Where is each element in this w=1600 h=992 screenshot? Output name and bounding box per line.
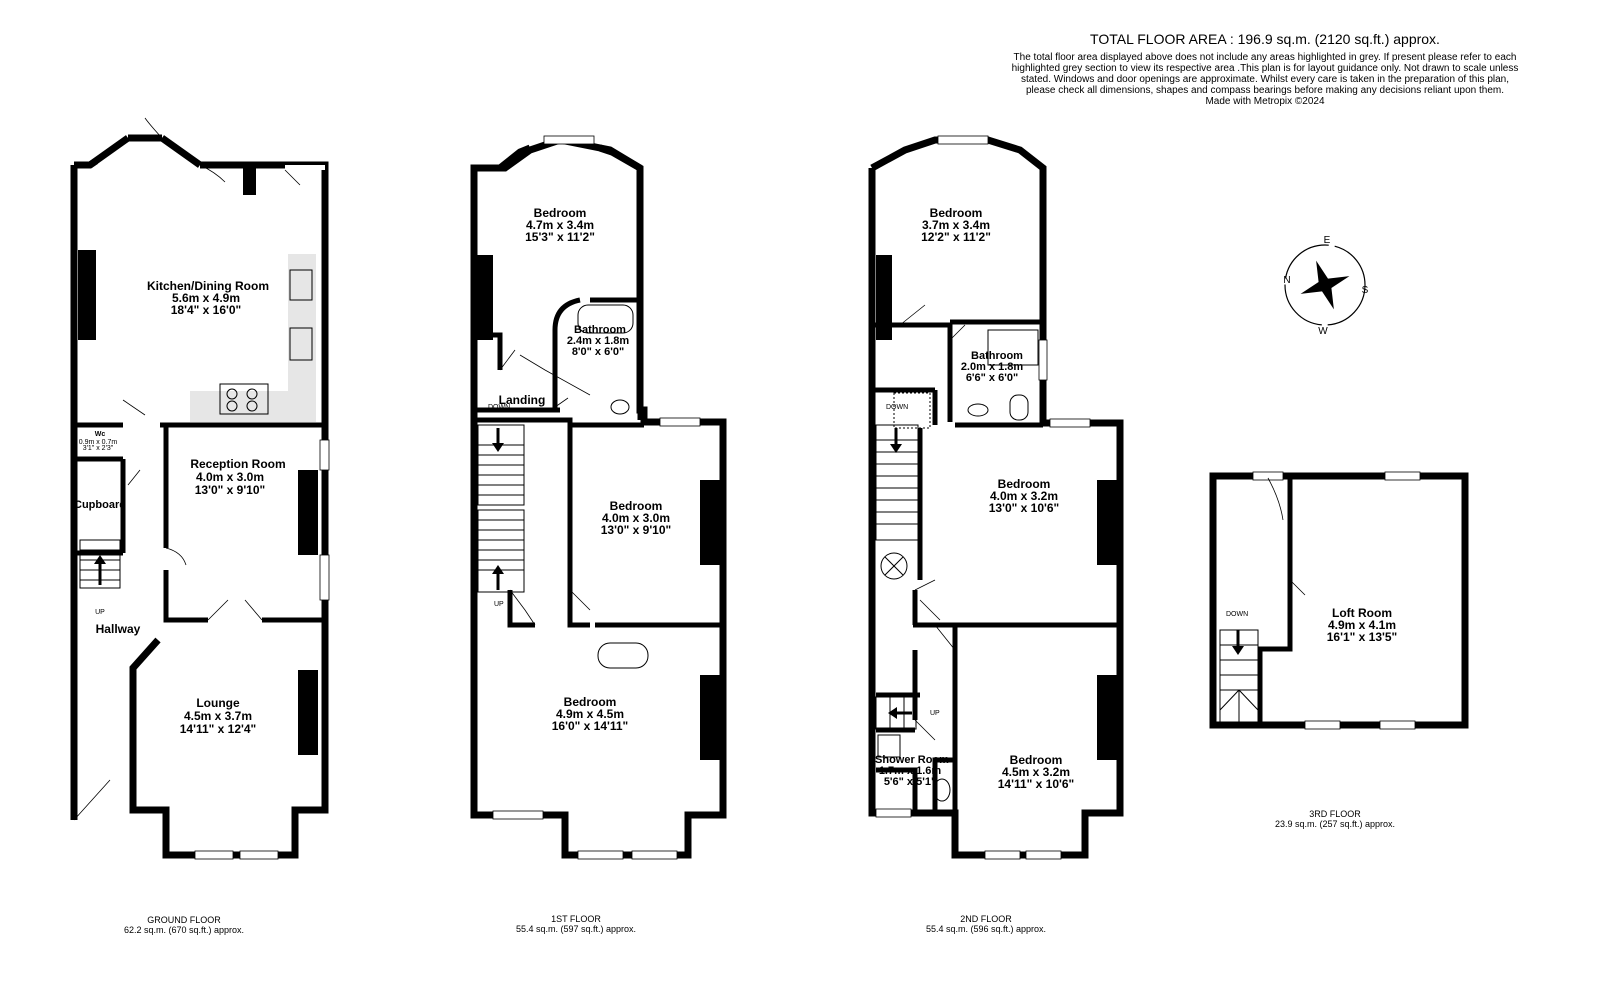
third-stairs-down: DOWN bbox=[1226, 611, 1248, 618]
first-bedroom-bottom-name: Bedroom bbox=[564, 695, 617, 709]
first-bedroom-middle-metric: 4.0m x 3.0m bbox=[602, 511, 670, 525]
shower-room-metric: 1.7m x 1.6m bbox=[879, 765, 942, 777]
second-bedroom-top-metric: 3.7m x 3.4m bbox=[922, 218, 990, 232]
first-bedroom-middle-imperial: 13'0" x 9'10" bbox=[601, 523, 671, 537]
compass-w: W bbox=[1318, 326, 1328, 337]
first-bathroom-imperial: 8'0" x 6'0" bbox=[572, 346, 624, 358]
first-stairs bbox=[477, 424, 525, 593]
first-bedroom-bottom-imperial: 16'0" x 14'11" bbox=[552, 719, 628, 733]
metropix-credit: Made with Metropix ©2024 bbox=[1205, 96, 1325, 107]
second-bedroom-middle-imperial: 13'0" x 10'6" bbox=[989, 501, 1059, 515]
third-stairs bbox=[1219, 629, 1259, 723]
cupboard-name: Cupboard bbox=[74, 499, 126, 511]
disclaimer-body: The total floor area displayed above doe… bbox=[1011, 52, 1519, 96]
compass-n: N bbox=[1283, 275, 1290, 286]
total-floor-area: TOTAL FLOOR AREA : 196.9 sq.m. (2120 sq.… bbox=[1090, 31, 1440, 47]
second-bedroom-middle-name: Bedroom bbox=[998, 477, 1051, 491]
third-floor-plan: DOWN Loft Room 4.9m x 4.1m 16'1" x 13'5"… bbox=[1209, 471, 1469, 829]
loft-room-name: Loft Room bbox=[1332, 606, 1392, 620]
ground-floor-area: 62.2 sq.m. (670 sq.ft.) approx. bbox=[124, 925, 244, 935]
second-bedroom-top-imperial: 12'2" x 11'2" bbox=[921, 230, 991, 244]
second-stairs bbox=[875, 424, 919, 730]
wc-name: Wc bbox=[95, 431, 106, 438]
shower-room-imperial: 5'6" x 5'1" bbox=[884, 776, 936, 788]
reception-metric: 4.0m x 3.0m bbox=[196, 470, 264, 484]
wc-imperial: 3'1" x 2'3" bbox=[83, 445, 114, 452]
shower-room-name: Shower Room bbox=[875, 754, 949, 766]
ground-floor-title: GROUND FLOOR bbox=[147, 915, 221, 925]
first-stairs-up: UP bbox=[494, 601, 504, 608]
second-floor-title: 2ND FLOOR bbox=[960, 914, 1012, 924]
disclaimer-text: The total floor area displayed above doe… bbox=[995, 52, 1535, 107]
first-bedroom-bottom-metric: 4.9m x 4.5m bbox=[556, 707, 624, 721]
wc-metric: 0.9m x 0.7m bbox=[79, 439, 118, 446]
ground-stairs-up: UP bbox=[95, 609, 105, 616]
compass-s: S bbox=[1362, 285, 1369, 296]
second-bedroom-bottom-metric: 4.5m x 3.2m bbox=[1002, 765, 1070, 779]
compass-e: E bbox=[1324, 235, 1331, 246]
loft-room-metric: 4.9m x 4.1m bbox=[1328, 618, 1396, 632]
second-bedroom-bottom-name: Bedroom bbox=[1010, 753, 1063, 767]
third-floor-title: 3RD FLOOR bbox=[1309, 809, 1361, 819]
second-bedroom-top-name: Bedroom bbox=[930, 206, 983, 220]
lounge-metric: 4.5m x 3.7m bbox=[184, 709, 252, 723]
first-bathroom-name: Bathroom bbox=[574, 324, 626, 336]
ground-stairs bbox=[79, 539, 121, 589]
reception-name: Reception Room bbox=[190, 457, 285, 471]
hallway-name: Hallway bbox=[96, 622, 141, 636]
first-bathroom-metric: 2.4m x 1.8m bbox=[567, 335, 630, 347]
first-bedroom-top-name: Bedroom bbox=[534, 206, 587, 220]
plan-header: TOTAL FLOOR AREA : 196.9 sq.m. (2120 sq.… bbox=[995, 30, 1535, 107]
first-bedroom-top-imperial: 15'3" x 11'2" bbox=[525, 230, 595, 244]
reception-imperial: 13'0" x 9'10" bbox=[195, 483, 265, 497]
second-bathroom-metric: 2.0m x 1.8m bbox=[961, 361, 1024, 373]
second-bedroom-bottom-imperial: 14'11" x 10'6" bbox=[998, 777, 1074, 791]
first-bedroom-middle-name: Bedroom bbox=[610, 499, 663, 513]
loft-room-imperial: 16'1" x 13'5" bbox=[1327, 630, 1397, 644]
second-floor-plan: Bedroom 3.7m x 3.4m 12'2" x 11'2" Bathro… bbox=[868, 135, 1124, 934]
second-bathroom-imperial: 6'6" x 6'0" bbox=[966, 372, 1018, 384]
first-bedroom-top-metric: 4.7m x 3.4m bbox=[526, 218, 594, 232]
ground-floor-plan: Kitchen/Dining Room 5.6m x 4.9m 18'4" x … bbox=[70, 117, 330, 935]
first-floor-title: 1ST FLOOR bbox=[551, 914, 601, 924]
second-bedroom-middle-metric: 4.0m x 3.2m bbox=[990, 489, 1058, 503]
second-floor-area: 55.4 sq.m. (596 sq.ft.) approx. bbox=[926, 924, 1046, 934]
second-bathroom-name: Bathroom bbox=[971, 350, 1023, 362]
lounge-name: Lounge bbox=[196, 696, 240, 710]
second-stairs-up: UP bbox=[930, 710, 940, 717]
lounge-imperial: 14'11" x 12'4" bbox=[180, 722, 256, 736]
kitchen-metric: 5.6m x 4.9m bbox=[172, 291, 240, 305]
kitchen-name: Kitchen/Dining Room bbox=[147, 279, 269, 293]
kitchen-imperial: 18'4" x 16'0" bbox=[171, 303, 241, 317]
landing-name: Landing bbox=[499, 393, 546, 407]
first-stairs-down: DOWN bbox=[488, 404, 510, 411]
first-floor-area: 55.4 sq.m. (597 sq.ft.) approx. bbox=[516, 924, 636, 934]
second-stairs-down: DOWN bbox=[886, 404, 908, 411]
third-floor-area: 23.9 sq.m. (257 sq.ft.) approx. bbox=[1275, 819, 1395, 829]
compass-rose: N E S W bbox=[1283, 235, 1368, 337]
first-floor-plan: Bedroom 4.7m x 3.4m 15'3" x 11'2" Bathro… bbox=[470, 135, 727, 934]
